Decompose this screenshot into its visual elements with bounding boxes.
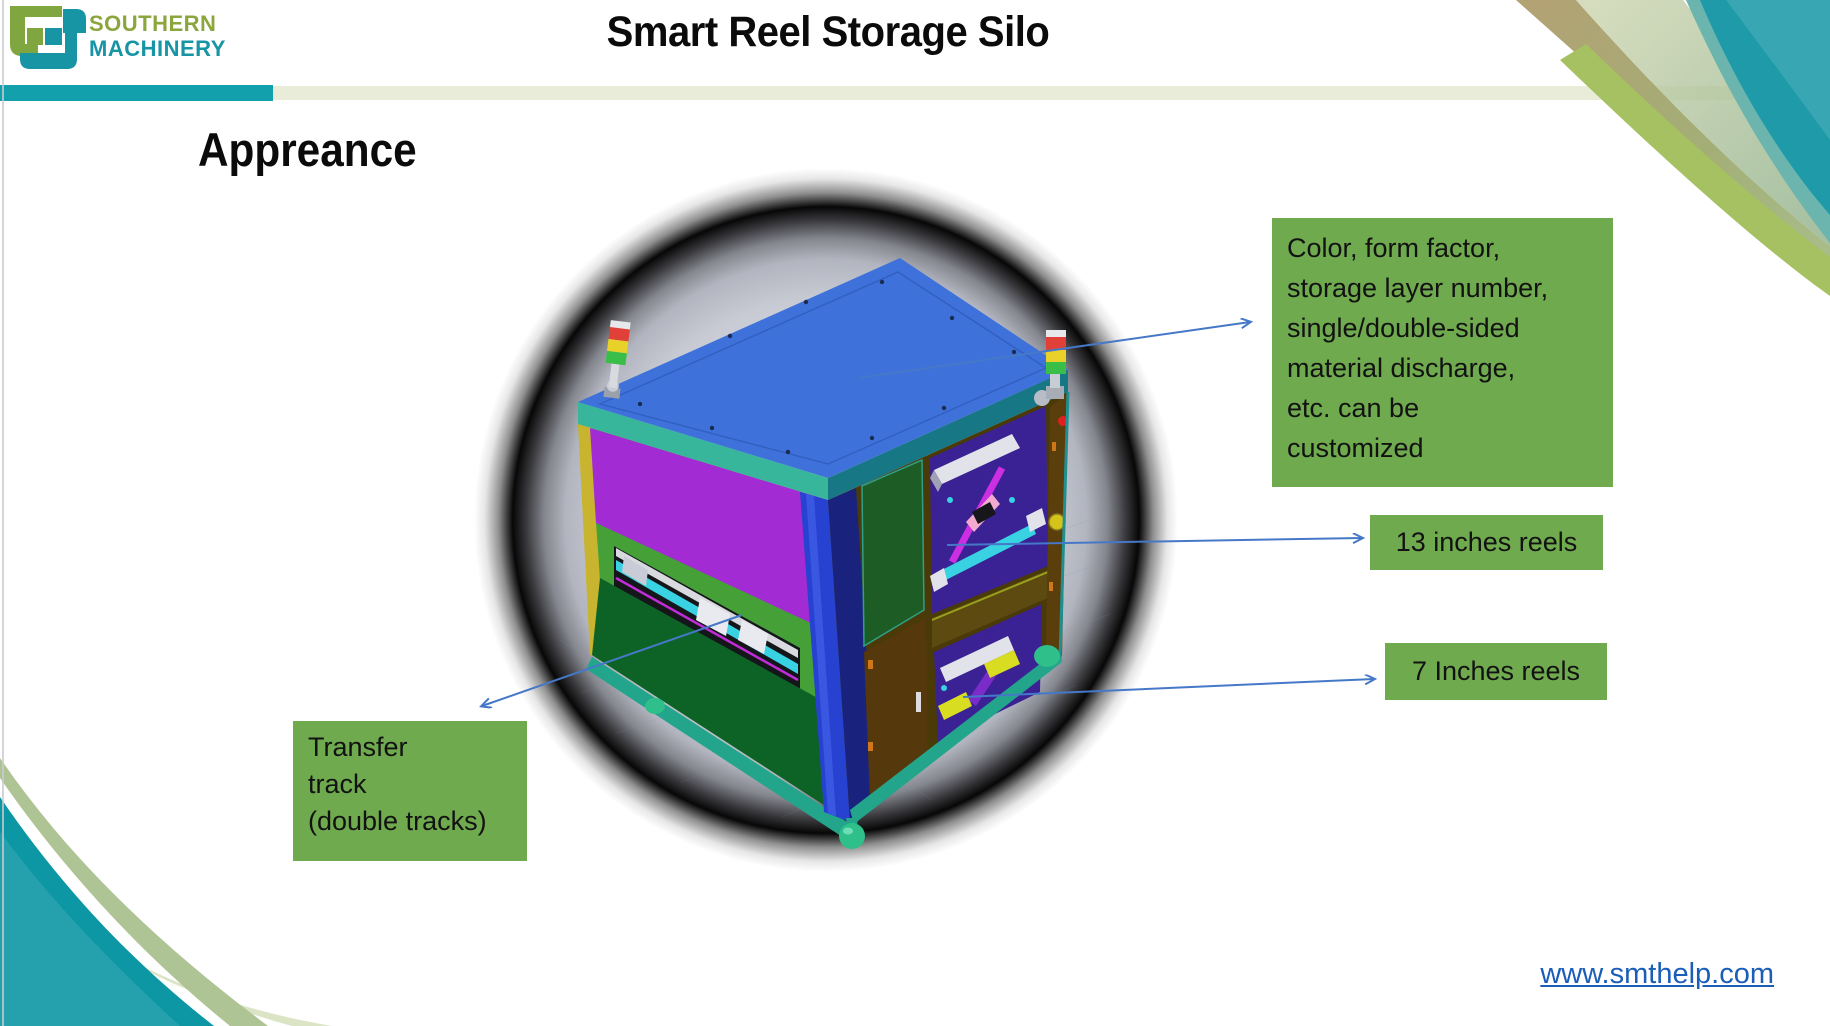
callout-transfer-track: Transfer track (double tracks) [293,721,527,861]
callout-arrows [482,322,1374,706]
signal-tower-left [603,320,631,399]
page-title: Smart Reel Storage Silo [606,8,1050,56]
callout-7-inch-reels: 7 Inches reels [1385,643,1607,700]
callout-7-inch-reels-label: 7 Inches reels [1411,656,1581,686]
decor-bottom-left [0,758,332,1026]
section-heading: Appreance [198,123,417,176]
machine-illustration [578,258,1070,849]
machine-left-face [578,424,850,838]
callout-customize: Color, form factor, storage layer number… [1272,218,1613,487]
machine-feet [645,645,1060,849]
arrow-transfer-track [482,614,743,706]
header-bars [0,85,1830,101]
callout-13-inch-reels: 13 inches reels [1370,515,1603,570]
slide-left-edge [2,0,4,1026]
company-logo-icon [10,6,86,69]
website-link[interactable]: www.smthelp.com [1540,958,1774,990]
decor-top-right [1516,0,1830,296]
arrow-customize [857,322,1250,379]
arrow-7-inch-reels [962,679,1374,698]
machine-right-face [828,391,1070,824]
brand-name-line2: MACHINERY [89,36,226,61]
machine-roof [578,258,1068,500]
brand-name-line1: SOUTHERN [89,11,217,36]
signal-tower-right [1034,330,1066,406]
callout-13-inch-reels-label: 13 inches reels [1395,527,1578,557]
emergency-button [1058,416,1068,426]
arrow-13-inch-reels [946,538,1362,546]
